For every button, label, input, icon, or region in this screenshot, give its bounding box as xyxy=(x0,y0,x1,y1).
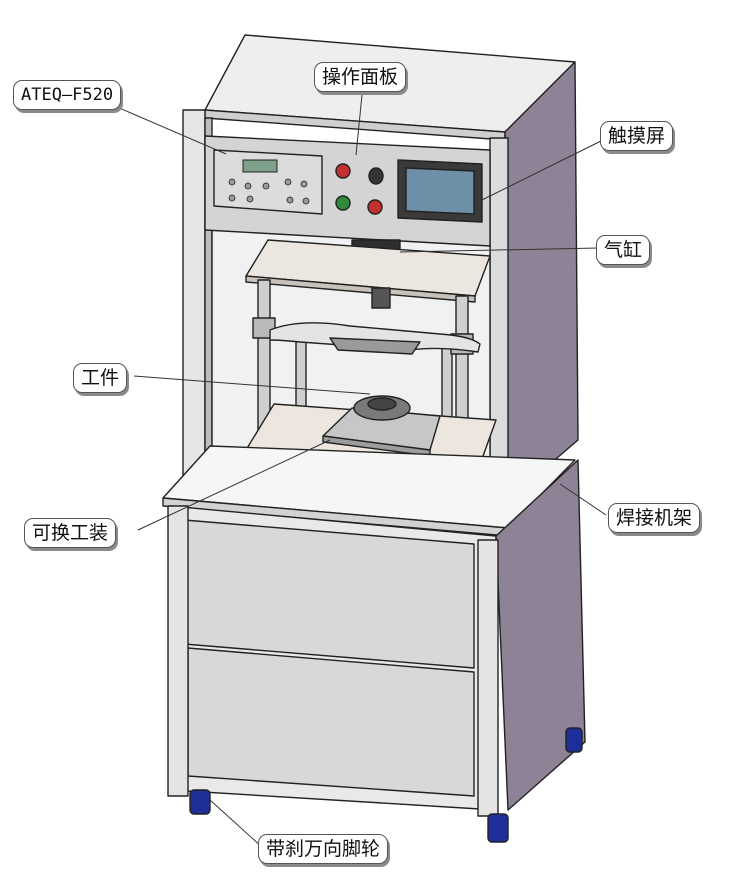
button-red-bottom xyxy=(367,199,383,215)
label-operation-panel: 操作面板 xyxy=(314,62,407,92)
leg-front-right xyxy=(477,539,499,817)
moving-plate xyxy=(269,322,481,353)
ateq-keys xyxy=(228,178,310,205)
leader-casters xyxy=(209,799,264,849)
touchscreen-display xyxy=(405,167,475,215)
label-controller: ATEQ—F520 xyxy=(13,80,122,110)
leg-front-left xyxy=(167,505,189,797)
leader-cylinder xyxy=(399,247,599,253)
label-fixture: 可换工装 xyxy=(24,518,117,548)
left-upper-post xyxy=(182,109,206,479)
button-red-top xyxy=(335,163,351,179)
workpiece-hub xyxy=(367,397,397,411)
ateq-controller-box xyxy=(213,149,323,215)
upper-press-plate-edge xyxy=(245,275,476,303)
label-frame: 焊接机架 xyxy=(608,503,701,533)
button-green xyxy=(335,195,351,211)
label-touchscreen: 触摸屏 xyxy=(600,121,674,151)
leader-controller xyxy=(109,103,227,155)
label-casters: 带刹万向脚轮 xyxy=(258,834,389,864)
selector-switch xyxy=(368,167,384,185)
lower-cabinet-side xyxy=(495,459,586,811)
drawer-upper xyxy=(183,519,475,669)
label-cylinder: 气缸 xyxy=(596,235,651,265)
ateq-display xyxy=(242,159,278,173)
right-upper-side-panel xyxy=(504,61,579,501)
weld-head xyxy=(371,287,391,309)
leader-panel xyxy=(355,94,363,156)
leader-lines xyxy=(109,94,607,849)
leader-frame xyxy=(559,483,607,516)
drawer-lower xyxy=(187,647,475,797)
label-workpiece: 工件 xyxy=(73,363,128,393)
leader-workpiece xyxy=(133,375,371,395)
leader-fixture xyxy=(137,439,331,531)
weld-horn xyxy=(329,337,421,355)
leader-touchscreen xyxy=(481,139,604,201)
casters xyxy=(189,727,583,843)
